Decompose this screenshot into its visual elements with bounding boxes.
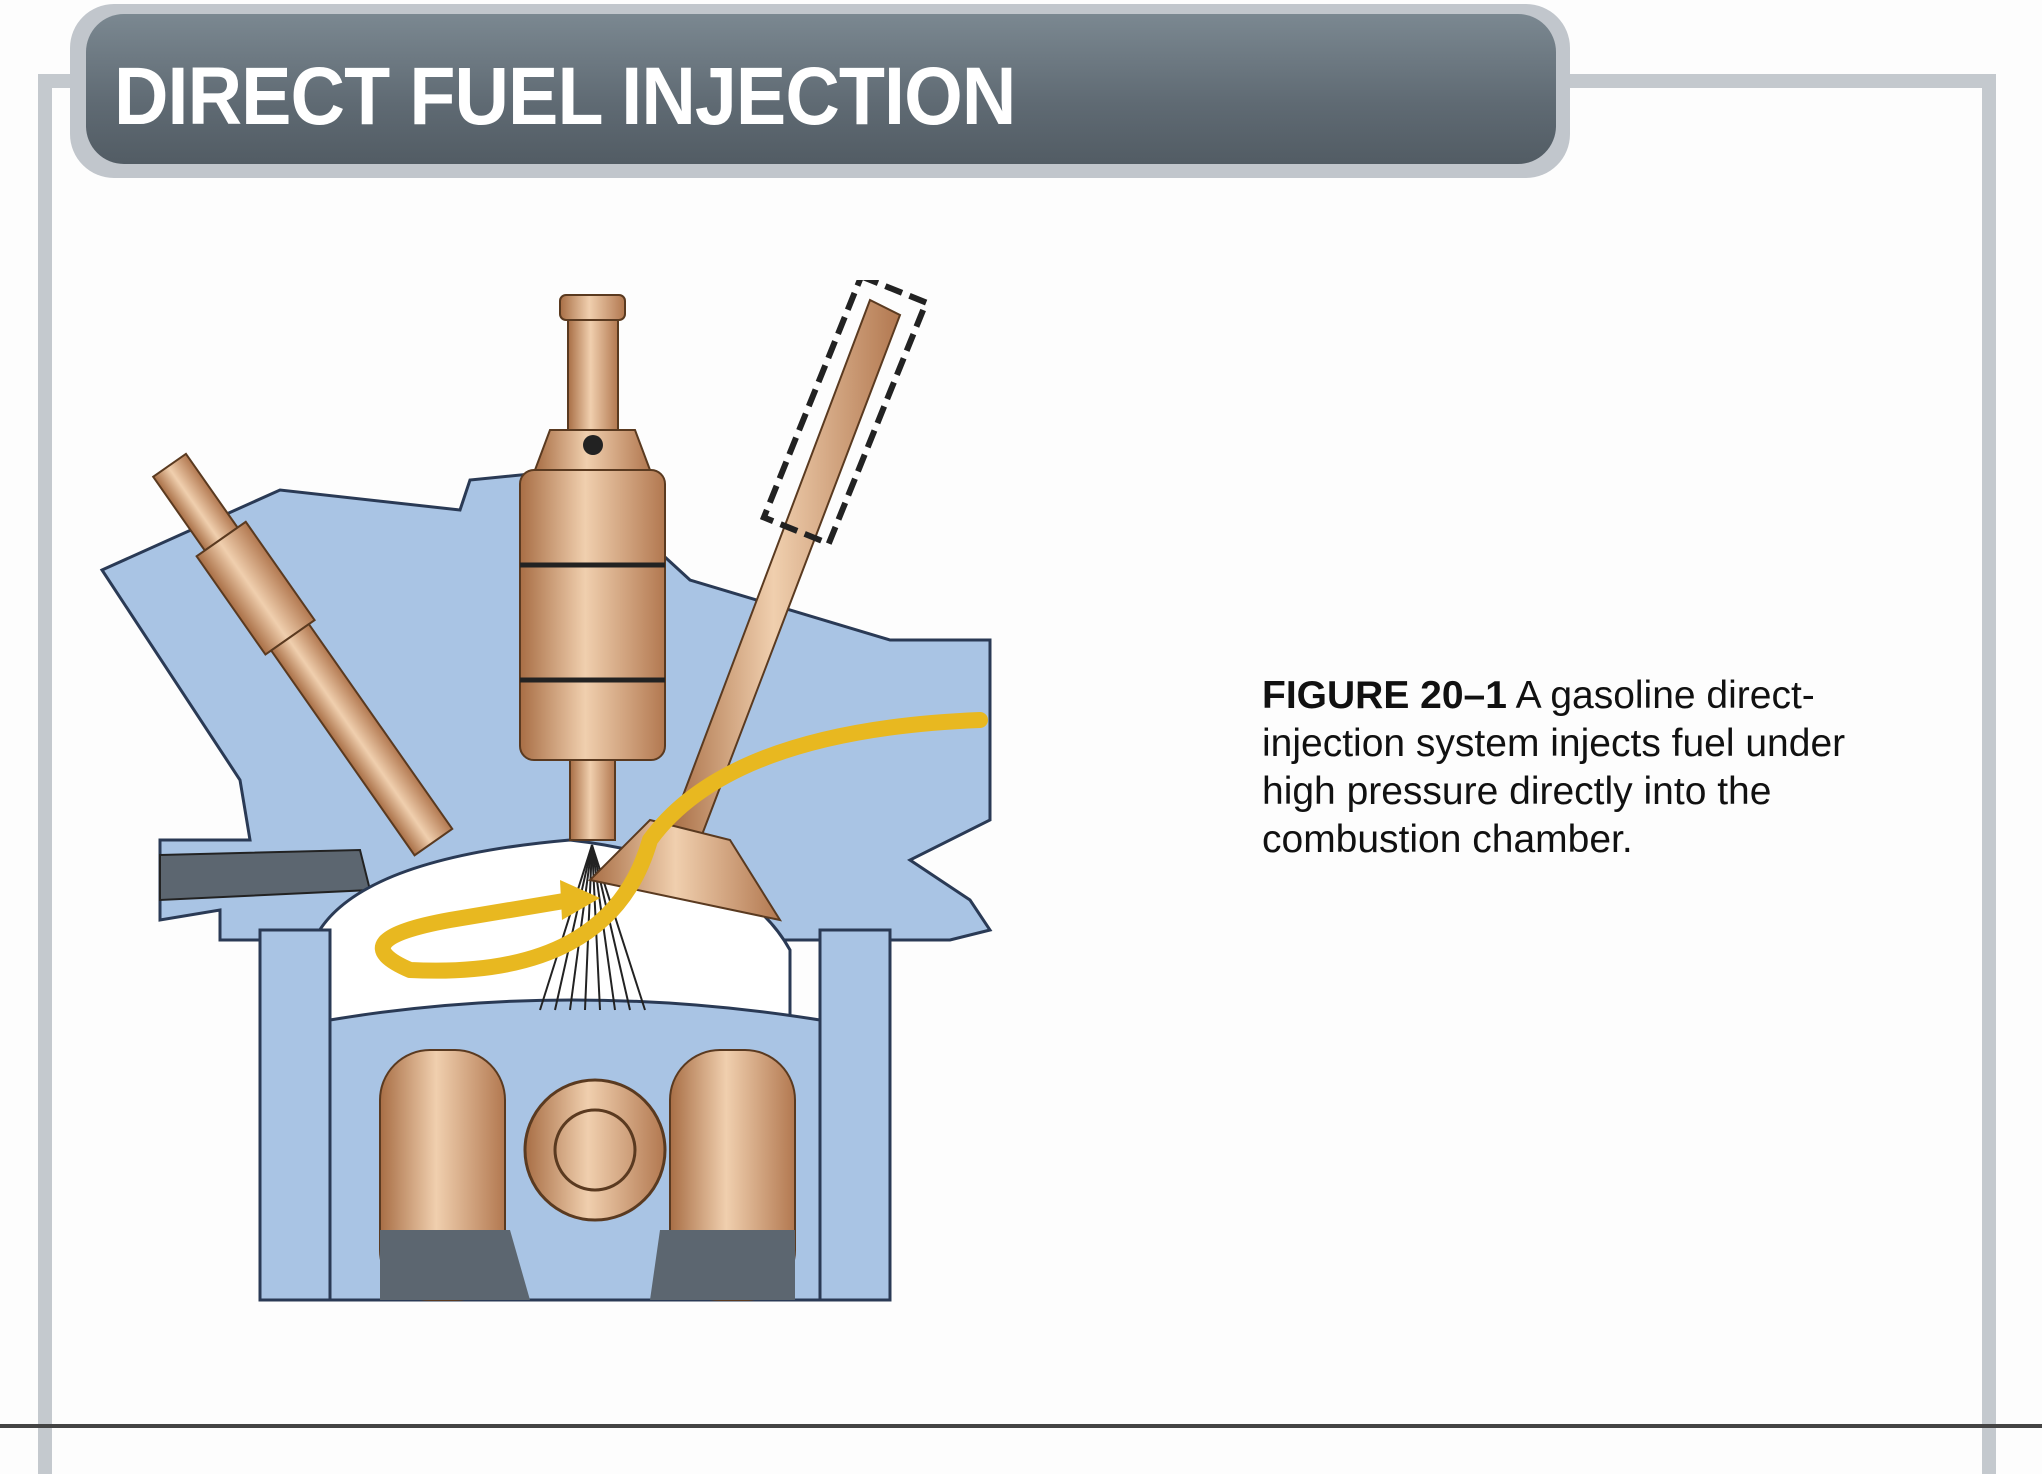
cylinder-wall-right — [818, 928, 892, 1302]
header-banner: DIRECT FUEL INJECTION — [70, 4, 1570, 178]
fuel-injector — [519, 294, 666, 841]
bottom-divider — [0, 1424, 2042, 1428]
spark-plug — [151, 452, 454, 857]
airflow-arrow-icon — [374, 712, 988, 979]
page-title: DIRECT FUEL INJECTION — [114, 51, 1016, 142]
intake-valve — [587, 280, 931, 922]
intake-port — [159, 848, 372, 902]
figure-caption: FIGURE 20–1 A gasoline direct-injection … — [1262, 672, 1882, 864]
cylinder-wall-left — [258, 928, 332, 1302]
wrist-pin — [523, 1078, 667, 1222]
caption-text: A gasoline direct-injection system injec… — [1262, 674, 1846, 861]
figure-label: FIGURE 20–1 — [1262, 674, 1507, 717]
direct-injection-illustration — [99, 280, 993, 1302]
